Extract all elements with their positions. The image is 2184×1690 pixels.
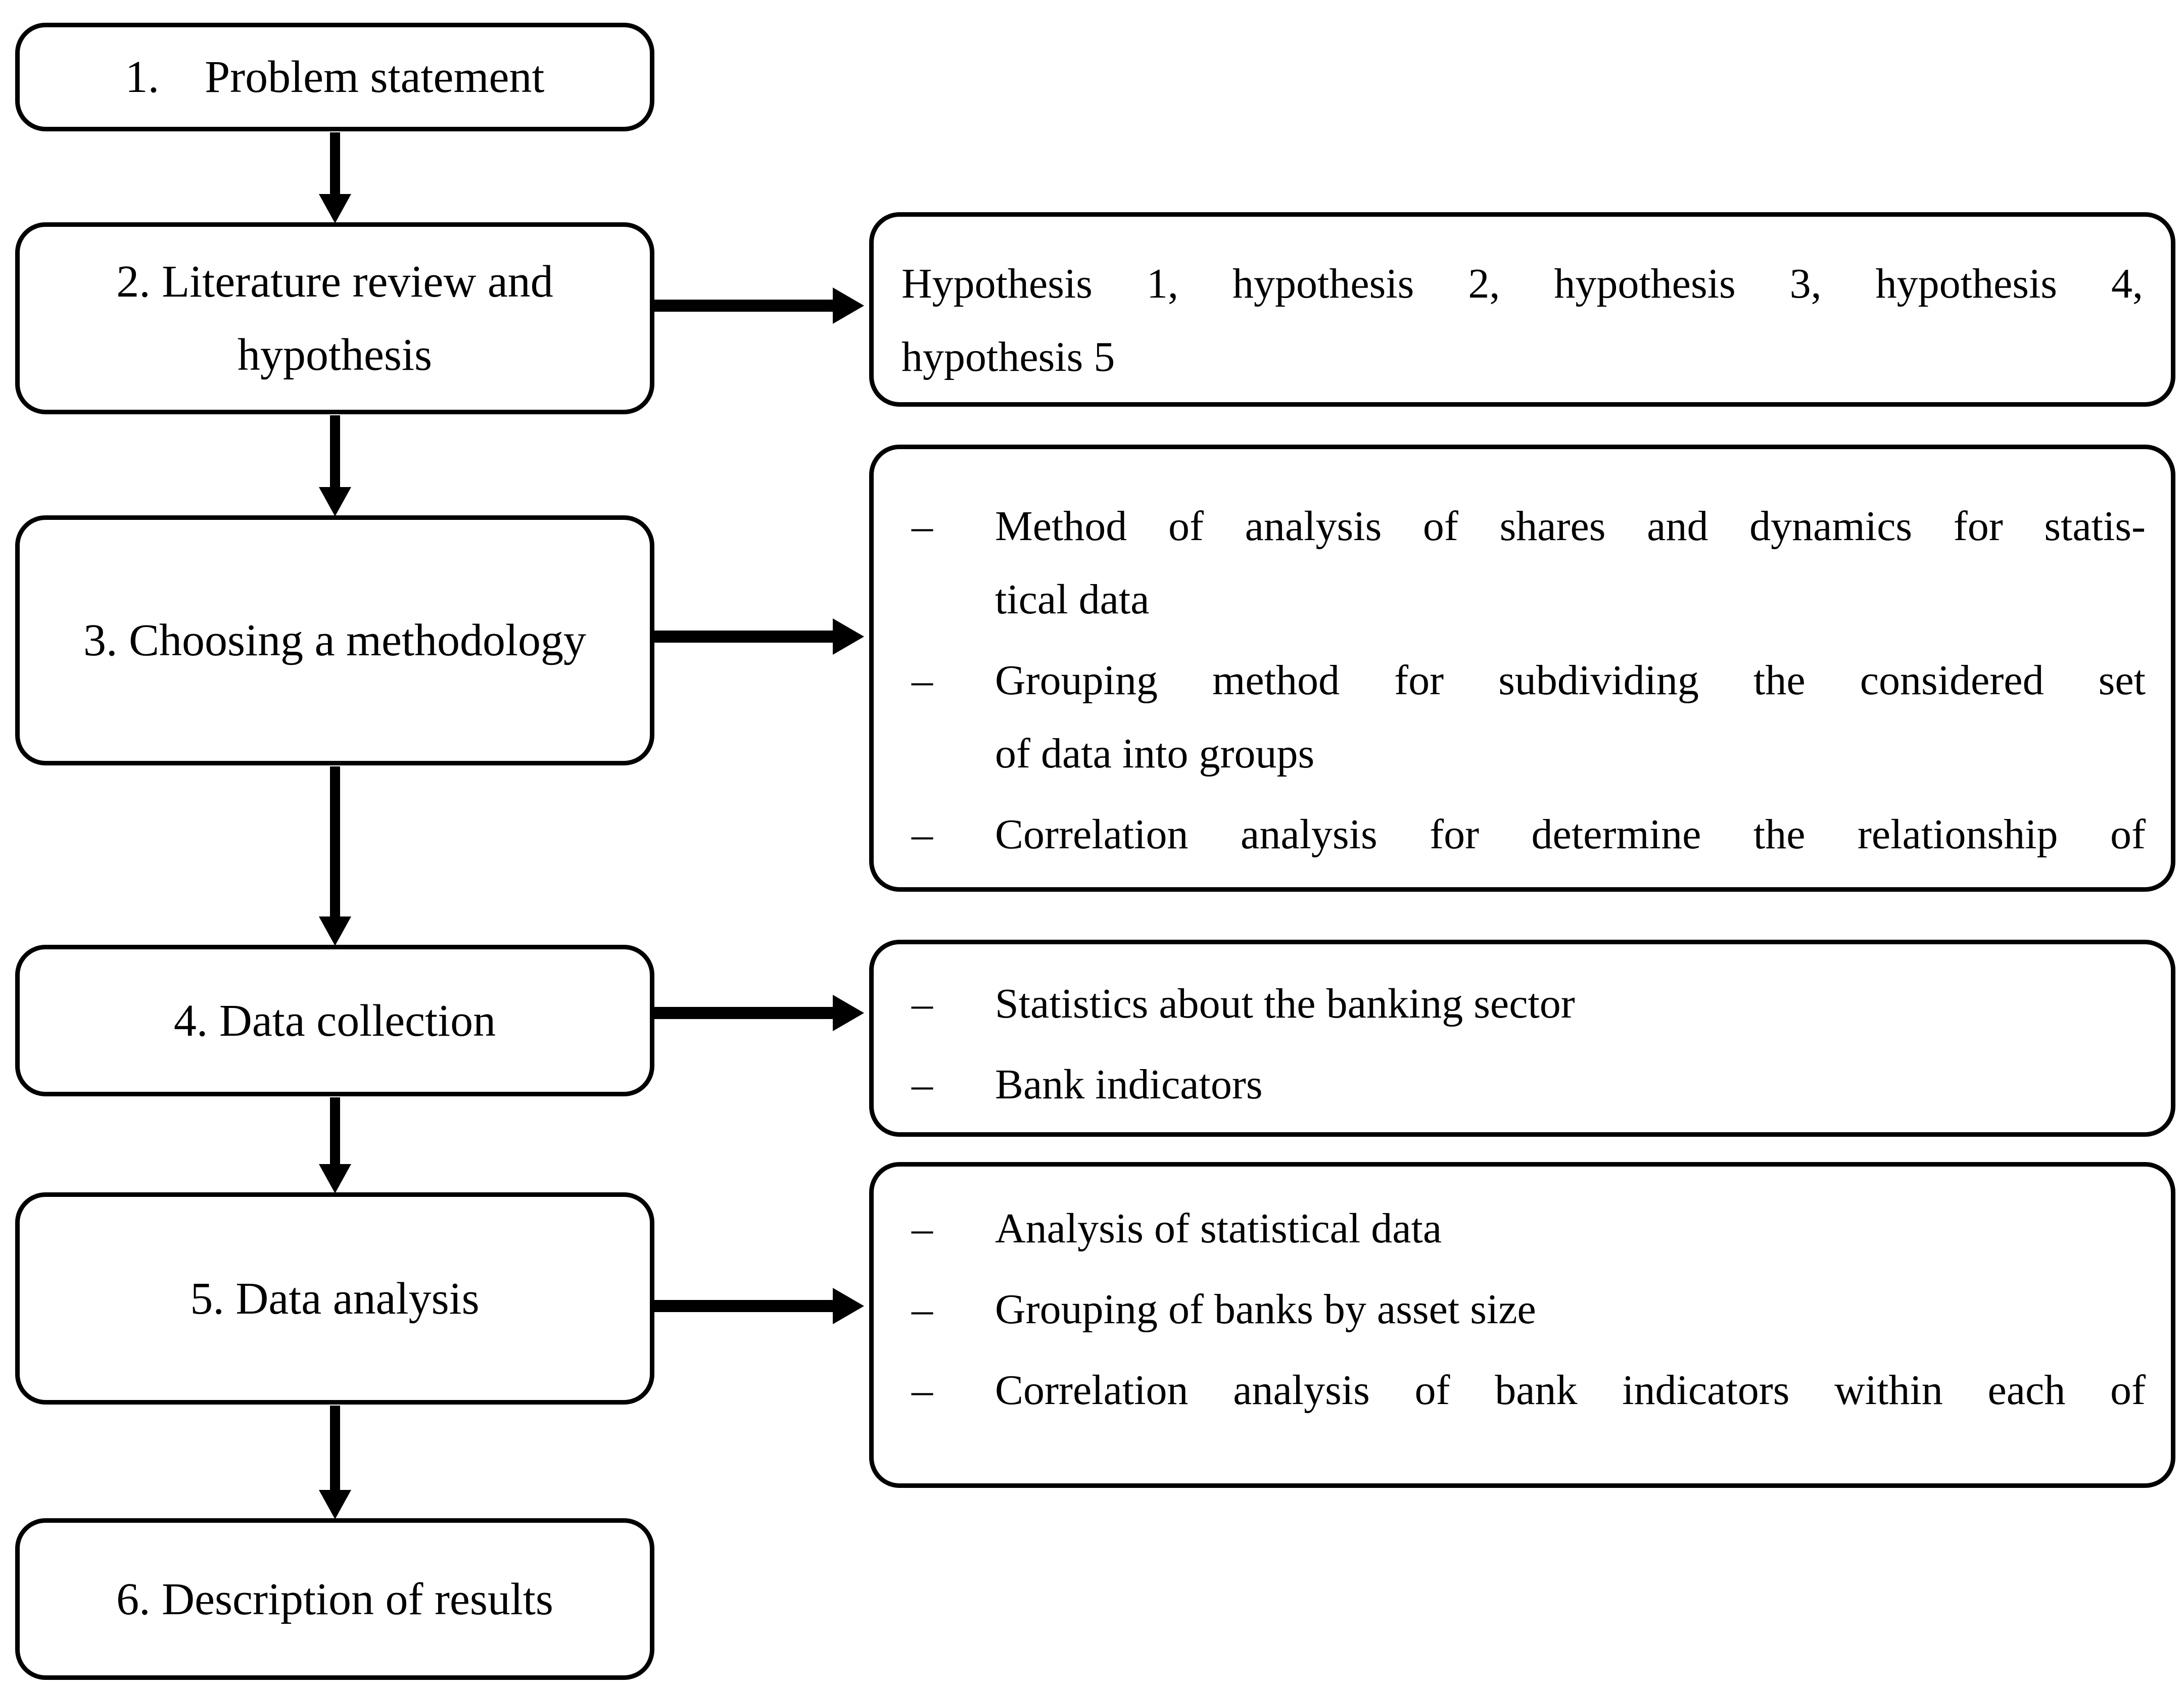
dash-bullet: – bbox=[912, 1061, 933, 1108]
detail-text: Grouping method for subdividing the cons… bbox=[995, 657, 2146, 704]
step-label: 2. Literature review and bbox=[116, 257, 553, 307]
list-item: – Method of analysis of shares and dynam… bbox=[912, 490, 2146, 636]
list-item: – Statistics about the banking sector bbox=[912, 967, 2146, 1040]
arrow-head-icon bbox=[833, 1288, 864, 1324]
arrow-right-analysis-to-steps bbox=[654, 1286, 864, 1326]
step-box-description-of-results: 6. Description of results bbox=[15, 1518, 654, 1680]
detail-box-analysis-steps: – Analysis of statistical data – Groupin… bbox=[869, 1162, 2175, 1488]
arrow-shaft bbox=[654, 300, 833, 312]
arrow-head-icon bbox=[319, 487, 351, 516]
detail-text: tical data bbox=[995, 576, 1150, 623]
step-box-choosing-methodology: 3. Choosing a methodology bbox=[15, 515, 654, 765]
arrow-down-4-to-5 bbox=[319, 1097, 351, 1193]
detail-text: Statistics about the banking sector bbox=[995, 980, 1575, 1027]
detail-text: Hypothesis 1, hypothesis 2, hypothesis 3… bbox=[901, 260, 2143, 307]
list-item: – Correlation analysis for determine the… bbox=[912, 798, 2146, 871]
step-label: 4. Data collection bbox=[173, 995, 496, 1046]
arrow-head-icon bbox=[833, 618, 864, 655]
arrow-head-icon bbox=[319, 1490, 351, 1519]
list-item: – Grouping method for subdividing the co… bbox=[912, 644, 2146, 790]
step-box-literature-review: 2. Literature review and hypothesis bbox=[15, 222, 654, 414]
detail-box-data-sources: – Statistics about the banking sector – … bbox=[869, 940, 2175, 1137]
arrow-shaft bbox=[330, 415, 340, 487]
arrow-down-5-to-6 bbox=[319, 1406, 351, 1519]
detail-box-methodology: – Method of analysis of shares and dynam… bbox=[869, 445, 2175, 892]
arrow-right-literature-to-hypotheses bbox=[654, 285, 864, 326]
arrow-head-icon bbox=[319, 916, 351, 946]
step-box-problem-statement: 1. Problem statement bbox=[15, 23, 654, 131]
arrow-shaft bbox=[330, 1097, 340, 1164]
step-box-data-analysis: 5. Data analysis bbox=[15, 1192, 654, 1405]
step-label: 6. Description of results bbox=[116, 1574, 553, 1624]
detail-text: Analysis of statistical data bbox=[995, 1205, 1442, 1252]
arrow-head-icon bbox=[833, 287, 864, 324]
dash-bullet: – bbox=[912, 657, 933, 704]
detail-text: Correlation analysis of bank indicators … bbox=[995, 1367, 2146, 1414]
arrow-shaft bbox=[654, 631, 833, 643]
step-box-data-collection: 4. Data collection bbox=[15, 945, 654, 1096]
arrow-shaft bbox=[330, 766, 340, 916]
dash-bullet: – bbox=[912, 980, 933, 1027]
dash-bullet: – bbox=[912, 1286, 933, 1333]
dash-bullet: – bbox=[912, 1205, 933, 1252]
arrow-head-icon bbox=[319, 1164, 351, 1193]
list-item: – Grouping of banks by asset size bbox=[912, 1273, 2146, 1346]
arrow-right-methodology-to-methods bbox=[654, 616, 864, 657]
detail-text: Grouping of banks by asset size bbox=[995, 1286, 1536, 1333]
arrow-right-collection-to-sources bbox=[654, 993, 864, 1033]
arrow-shaft bbox=[330, 132, 340, 194]
detail-text: Method of analysis of shares and dynamic… bbox=[995, 503, 2146, 550]
arrow-shaft bbox=[654, 1300, 833, 1312]
arrow-head-icon bbox=[319, 194, 351, 223]
arrow-shaft bbox=[654, 1007, 833, 1019]
list-item: – Bank indicators bbox=[912, 1048, 2146, 1121]
arrow-shaft bbox=[330, 1406, 340, 1490]
list-item: – Correlation analysis of bank indicator… bbox=[912, 1354, 2146, 1427]
arrow-down-3-to-4 bbox=[319, 766, 351, 946]
dash-bullet: – bbox=[912, 811, 933, 858]
step-label: hypothesis bbox=[237, 330, 432, 380]
arrow-down-1-to-2 bbox=[319, 132, 351, 223]
step-label: 5. Data analysis bbox=[190, 1273, 480, 1324]
arrow-head-icon bbox=[833, 995, 864, 1031]
step-label: 1. Problem statement bbox=[125, 52, 545, 102]
arrow-down-2-to-3 bbox=[319, 415, 351, 516]
list-item: – Analysis of statistical data bbox=[912, 1192, 2146, 1265]
detail-text: of data into groups bbox=[995, 730, 1315, 777]
detail-text: Bank indicators bbox=[995, 1061, 1263, 1108]
detail-text: Correlation analysis for determine the r… bbox=[995, 811, 2146, 858]
step-label: 3. Choosing a methodology bbox=[83, 615, 586, 665]
detail-box-hypotheses: Hypothesis 1, hypothesis 2, hypothesis 3… bbox=[869, 212, 2175, 407]
dash-bullet: – bbox=[912, 1367, 933, 1414]
detail-text: hypothesis 5 bbox=[901, 333, 1115, 380]
dash-bullet: – bbox=[912, 503, 933, 550]
